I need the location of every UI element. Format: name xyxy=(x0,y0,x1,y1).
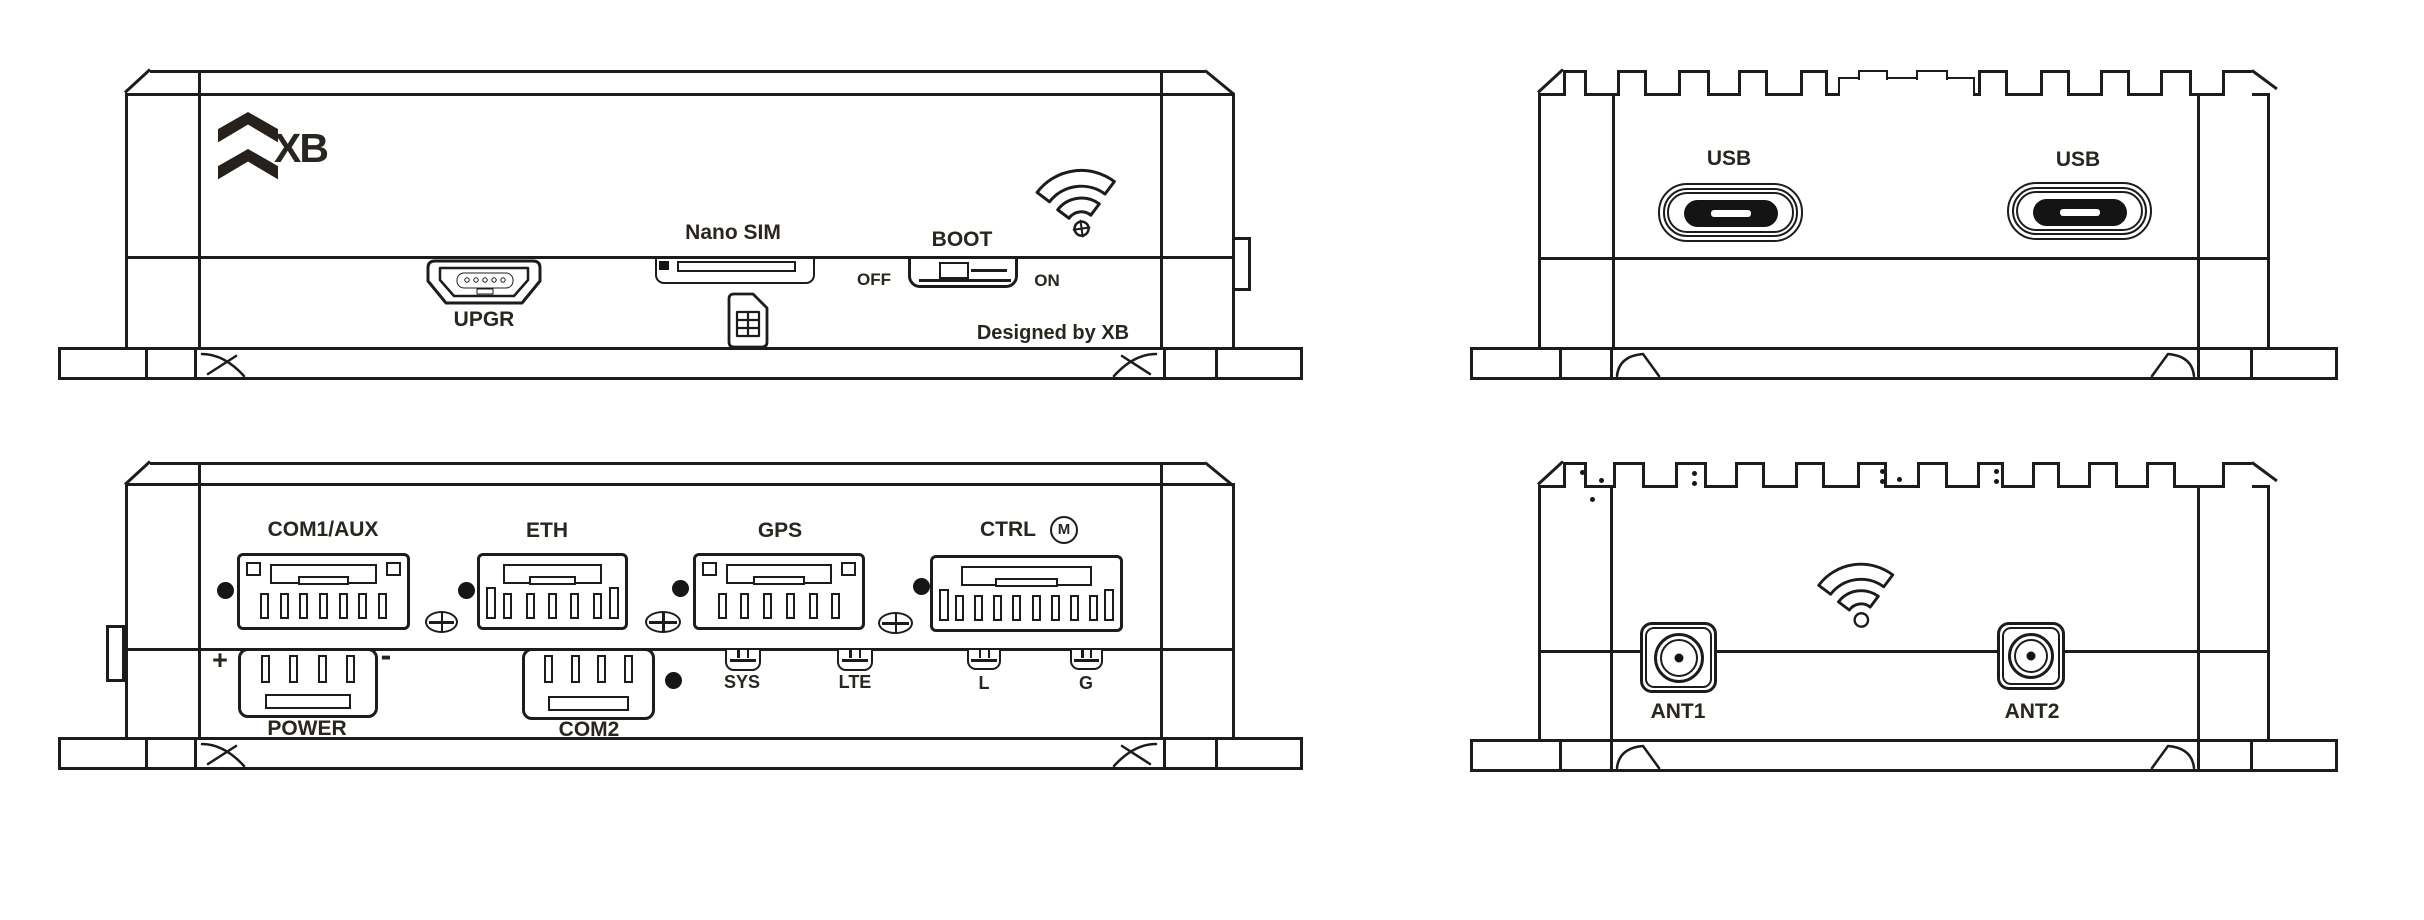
boot-off-label: OFF xyxy=(857,270,891,289)
boot-on-label: ON xyxy=(1034,271,1060,290)
enclosure-body xyxy=(125,93,1235,350)
enclosure-body xyxy=(1538,485,2270,742)
key-oval xyxy=(425,611,458,633)
ant2-label: ANT2 xyxy=(2004,700,2060,723)
indicator-dot xyxy=(913,578,930,595)
gps-port xyxy=(693,553,865,630)
sys-label: SYS xyxy=(723,672,761,692)
sim-card-icon xyxy=(727,292,769,349)
mount-flange xyxy=(1470,739,1613,772)
wifi-icon xyxy=(1817,562,1895,628)
boot-label: BOOT xyxy=(931,228,993,251)
rail-fillet xyxy=(1615,744,1661,770)
com2-port xyxy=(522,648,655,720)
rail-fillet xyxy=(200,742,246,768)
bottom-rail xyxy=(125,350,1235,380)
din-clip-tab xyxy=(1232,237,1251,291)
power-minus-label: - xyxy=(380,637,392,673)
enclosure-body xyxy=(1538,93,2270,350)
panel-divider-line xyxy=(1538,257,2270,260)
upgr-label: UPGR xyxy=(453,308,515,331)
power-label: POWER xyxy=(267,717,347,740)
com1-aux-label: COM1/AUX xyxy=(267,518,379,541)
eth-port xyxy=(477,553,628,630)
rail-fillet xyxy=(2150,744,2196,770)
enclosure-body xyxy=(125,483,1235,740)
mount-flange xyxy=(58,737,197,770)
designed-by-label: Designed by XB xyxy=(976,322,1130,344)
mount-flange xyxy=(1470,347,1613,380)
com1-aux-port xyxy=(237,553,410,630)
usb-c-port xyxy=(2007,182,2152,240)
upgr-port xyxy=(426,259,542,305)
mount-flange xyxy=(58,347,197,380)
power-plus-label: + xyxy=(212,645,228,675)
xb-logo-text: XB xyxy=(274,125,329,171)
l-led xyxy=(967,650,1001,670)
lte-label: LTE xyxy=(838,672,872,692)
din-clip-tab xyxy=(106,625,125,682)
rail-fillet xyxy=(1112,352,1158,378)
roof-edge xyxy=(150,462,1205,465)
g-label: G xyxy=(1078,673,1093,693)
mount-flange xyxy=(1163,737,1303,770)
usb-right-label: USB xyxy=(2055,148,2101,171)
mount-flange xyxy=(1163,347,1303,380)
l-label: L xyxy=(978,673,990,693)
indicator-dot xyxy=(672,580,689,597)
lte-led xyxy=(837,650,873,671)
mount-flange xyxy=(2197,347,2338,380)
key-oval xyxy=(878,612,913,634)
ant1-connector xyxy=(1640,622,1717,693)
bottom-rail xyxy=(125,740,1235,770)
panel-divider-line xyxy=(125,256,1235,259)
nano-sim-label: Nano SIM xyxy=(685,221,781,244)
wifi-icon xyxy=(1035,168,1116,238)
usb-left-label: USB xyxy=(1706,147,1752,170)
rail-fillet xyxy=(200,352,246,378)
ant1-label: ANT1 xyxy=(1650,700,1706,723)
panel-divider-line xyxy=(125,648,1235,651)
mount-flange xyxy=(2197,739,2338,772)
ctrl-port xyxy=(930,555,1123,632)
rail-fillet xyxy=(1615,352,1661,378)
panel-divider-line xyxy=(1538,650,2270,653)
rail-fillet xyxy=(1112,742,1158,768)
sys-led xyxy=(725,650,761,671)
ctrl-label: CTRL xyxy=(980,518,1036,541)
rail-fillet xyxy=(2150,352,2196,378)
com2-label: COM2 xyxy=(558,718,620,741)
g-led xyxy=(1070,650,1103,670)
indicator-dot xyxy=(458,582,475,599)
key-oval xyxy=(645,611,681,633)
indicator-dot xyxy=(217,582,234,599)
power-port xyxy=(238,648,378,718)
motor-icon: M xyxy=(1050,516,1078,544)
eth-label: ETH xyxy=(526,519,568,542)
indicator-dot xyxy=(665,672,682,689)
gps-label: GPS xyxy=(757,519,803,542)
usb-c-port xyxy=(1658,183,1803,242)
boot-switch xyxy=(908,259,1018,288)
roof-edge xyxy=(150,70,1205,73)
sim-tray-rear xyxy=(1838,77,1975,96)
nano-sim-slot xyxy=(655,259,815,284)
ant2-connector xyxy=(1997,622,2065,690)
